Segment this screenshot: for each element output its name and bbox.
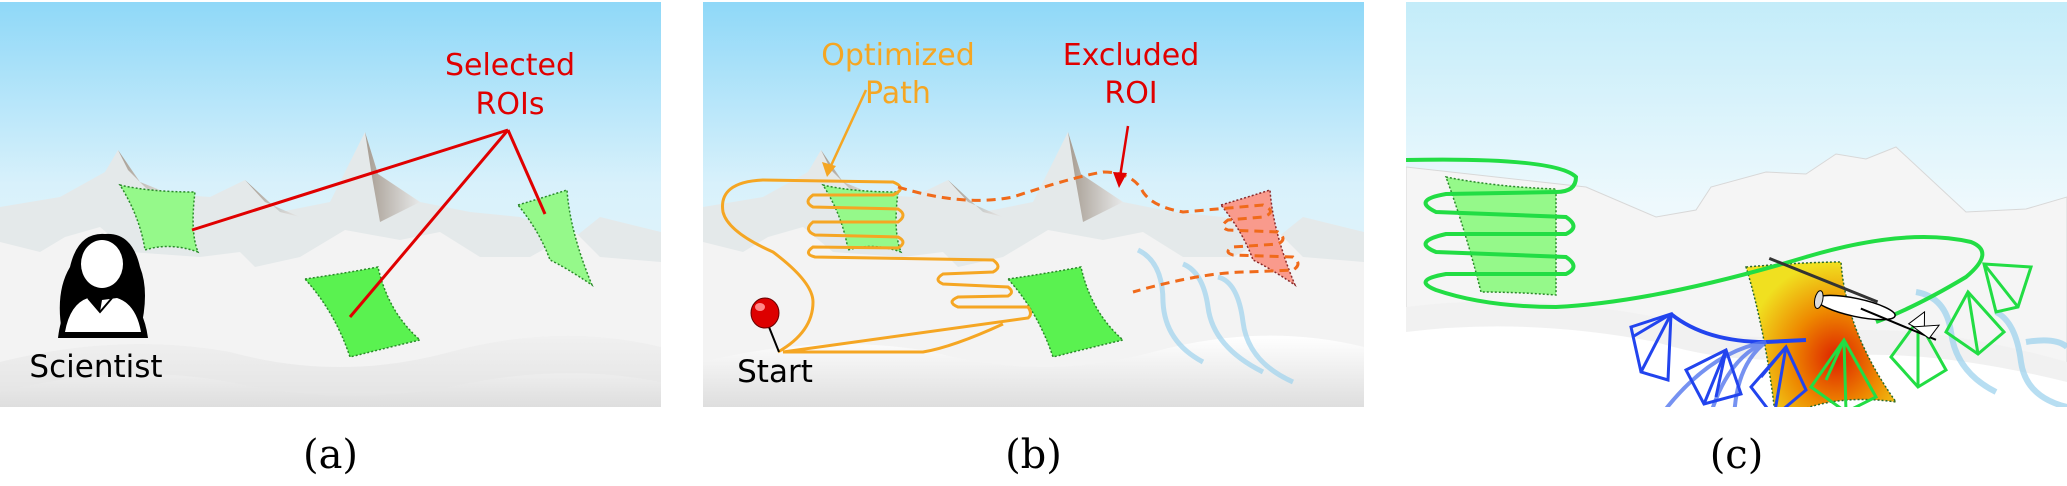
excluded-path-segment xyxy=(897,170,1300,294)
river-streams xyxy=(1136,247,1295,385)
panel-c-flight-execution xyxy=(1406,2,2067,407)
roi-2[interactable] xyxy=(516,188,594,287)
camera-frustum-icon xyxy=(1889,317,1949,389)
camera-frustum-icon xyxy=(1982,262,2034,314)
start-pin-icon[interactable] xyxy=(750,297,780,329)
arrowhead-icon xyxy=(1113,172,1127,188)
panel-c-illustration xyxy=(1406,2,2067,407)
optimized-path xyxy=(721,178,1032,354)
camera-frustum-icon xyxy=(1629,311,1673,382)
excluded-roi-label-line1: Excluded xyxy=(1063,38,1200,73)
snow-slope-shadow xyxy=(0,335,661,396)
mountain-peak-shadow xyxy=(1068,132,1123,222)
panel-b-illustration: Start Optimized Path Excluded ROI xyxy=(703,2,1364,407)
excluded-roi-arrow xyxy=(1118,125,1130,178)
optimized-path-label-line2: Path xyxy=(865,76,931,111)
selected-rois-label-line1: Selected xyxy=(445,48,575,83)
camera-frustum-icon xyxy=(1808,337,1879,407)
flight-path-completed xyxy=(1406,157,1985,324)
arrowhead-icon xyxy=(822,162,836,177)
roi-3[interactable] xyxy=(303,266,422,358)
river-streams xyxy=(1915,289,2067,407)
roi-1[interactable] xyxy=(118,183,200,254)
scientist-icon xyxy=(58,233,148,338)
optimized-path-label-line1: Optimized xyxy=(821,38,975,73)
excluded-roi[interactable] xyxy=(1219,188,1297,287)
mountain-peak-shadow xyxy=(118,150,170,202)
caption-b: (b) xyxy=(1005,432,1062,478)
excluded-roi-label-line2: ROI xyxy=(1104,76,1157,111)
panel-a-illustration: Scientist Selected ROIs xyxy=(0,2,661,407)
panel-b-path-planning: Start Optimized Path Excluded ROI xyxy=(703,2,1364,407)
caption-c: (c) xyxy=(1709,432,1764,478)
scientist-label: Scientist xyxy=(29,349,162,385)
mountain-peak-shadow xyxy=(365,132,420,222)
pin-highlight xyxy=(755,303,765,311)
start-label: Start xyxy=(737,354,813,390)
caption-a: (a) xyxy=(302,432,359,478)
mountain-peak-shadow xyxy=(821,150,873,202)
aircraft-icon xyxy=(1768,257,1941,341)
optimized-path-arrow xyxy=(827,89,868,171)
roi-pointer-line xyxy=(348,129,510,318)
roi-pointer-line xyxy=(191,128,509,232)
roi-pointer-line xyxy=(506,129,547,215)
roi-3[interactable] xyxy=(1006,266,1125,358)
active-roi-heatmap[interactable] xyxy=(1745,261,1898,407)
camera-frustum-icon xyxy=(1944,289,2007,356)
selected-rois-label-line2: ROIs xyxy=(476,87,545,122)
panel-a-roi-selection: Scientist Selected ROIs xyxy=(0,2,661,407)
camera-frustum-icon xyxy=(1749,344,1808,407)
camera-frustum-icon xyxy=(1683,347,1743,406)
